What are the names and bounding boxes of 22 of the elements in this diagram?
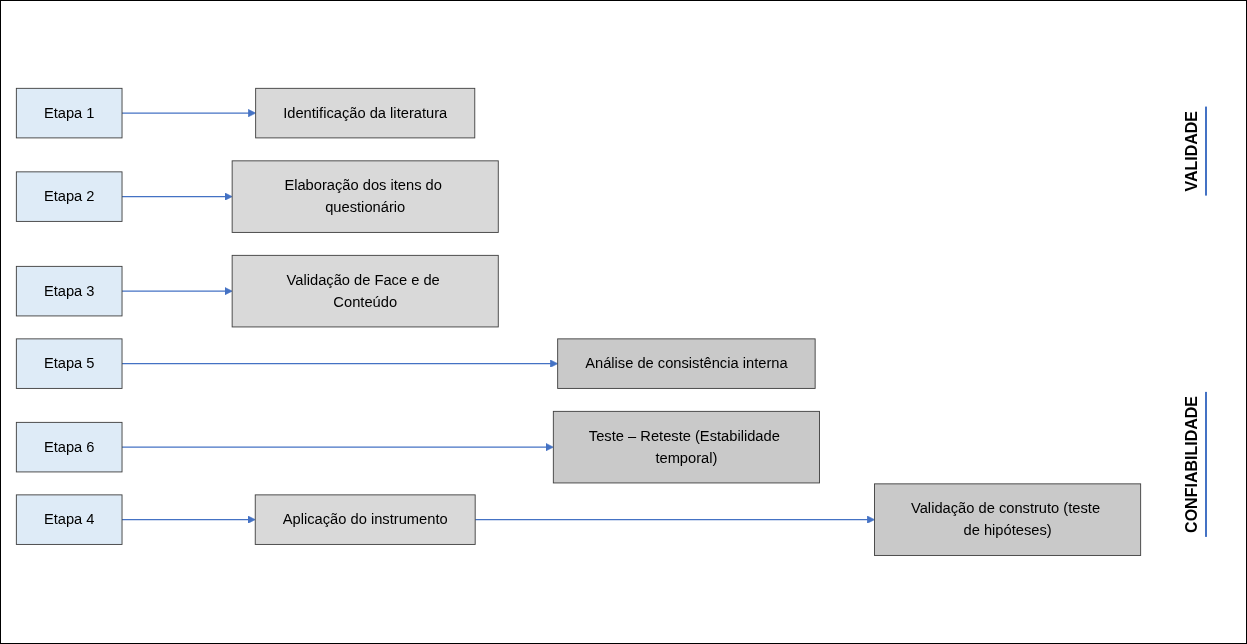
node-box: Etapa 3 xyxy=(15,266,123,317)
arrow xyxy=(121,443,554,452)
arrow xyxy=(121,109,256,118)
arrow xyxy=(121,515,256,524)
node-box: Análise de consistência interna xyxy=(557,338,816,389)
node-box: Elaboração dos itens do questionário xyxy=(231,160,499,233)
bracket-label: CONFIABILIDADE xyxy=(1179,391,1207,537)
node-box: Etapa 2 xyxy=(15,171,123,222)
arrow xyxy=(121,359,559,368)
node-box: Aplicação do instrumento xyxy=(254,494,476,545)
arrow xyxy=(474,515,875,524)
arrow xyxy=(121,192,233,201)
bracket-label: VALIDADE xyxy=(1179,107,1207,196)
node-box: Etapa 6 xyxy=(15,422,123,473)
arrow xyxy=(121,287,233,296)
node-box: Validação de construto (teste de hipóteses) xyxy=(874,483,1142,556)
node-box: Etapa 4 xyxy=(15,494,123,545)
node-box: Etapa 1 xyxy=(15,88,123,139)
node-box: Teste – Reteste (Estabilidade temporal) xyxy=(552,411,820,484)
node-box: Validação de Face e de Conteúdo xyxy=(231,255,499,328)
node-box: Etapa 5 xyxy=(15,338,123,389)
node-box: Identificação da literatura xyxy=(255,88,476,139)
